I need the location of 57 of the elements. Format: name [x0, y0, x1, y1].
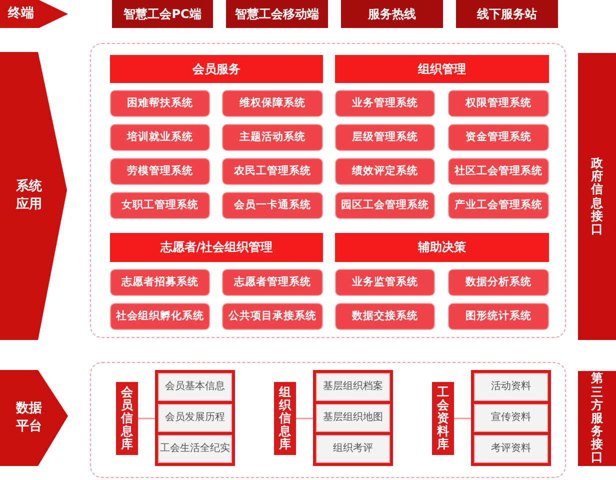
record-tile: 基层组织档案	[316, 373, 390, 401]
system-tile: 图形统计系统	[448, 303, 549, 330]
system-tile: 数据交接系统	[335, 303, 435, 330]
system-tile: 志愿者管理系统	[222, 269, 323, 296]
interface-bar: 第三方服务接口	[578, 371, 616, 466]
connector-line	[454, 418, 471, 420]
system-tile: 劳模管理系统	[110, 158, 210, 185]
category-header: 组织管理	[335, 55, 549, 83]
record-tile: 会员发展历程	[158, 404, 232, 432]
record-tile: 会员基本信息	[158, 373, 232, 401]
system-tile: 公共项目承接系统	[222, 303, 323, 330]
record-group-frame	[155, 370, 235, 466]
database-bar: 工会资料库	[432, 382, 454, 455]
system-tile: 维权保障系统	[222, 90, 323, 117]
system-tile: 数据分析系统	[448, 269, 549, 296]
layer-tab: 系统应用	[0, 52, 68, 340]
system-tile: 主题活动系统	[222, 124, 323, 151]
record-tile: 基层组织地图	[316, 404, 390, 432]
record-group-frame	[313, 370, 393, 466]
database-bar: 组织信息库	[274, 382, 296, 455]
system-tile: 层级管理系统	[335, 124, 435, 151]
record-tile: 考评资料	[474, 435, 548, 463]
category-header: 志愿者/社会组织管理	[110, 233, 323, 262]
system-tile: 资金管理系统	[448, 124, 549, 151]
system-tile: 社区工会管理系统	[448, 158, 549, 185]
terminal-tile: 线下服务站	[456, 0, 558, 28]
dashed-group-frame	[90, 362, 566, 478]
system-tile: 绩效评定系统	[335, 158, 435, 185]
system-tile: 社会组织孵化系统	[110, 303, 210, 330]
system-tile: 培训就业系统	[110, 124, 210, 151]
record-group-frame	[471, 370, 551, 466]
terminal-tile: 服务热线	[341, 0, 443, 28]
record-tile: 工会生活全纪实	[158, 435, 232, 463]
database-bar: 会员信息库	[116, 382, 138, 455]
system-tile: 权限管理系统	[448, 90, 549, 117]
record-tile: 活动资料	[474, 373, 548, 401]
terminal-tile: 智慧工会PC端	[112, 0, 213, 28]
layer-tab: 终端	[0, 0, 68, 28]
interface-bar: 政府信息接口	[578, 53, 616, 340]
terminal-tile: 智慧工会移动端	[226, 0, 328, 28]
system-tile: 女职工管理系统	[110, 192, 210, 219]
system-tile: 产业工会管理系统	[448, 192, 549, 219]
system-tile: 业务管理系统	[335, 90, 435, 117]
layer-tab: 数据平台	[0, 370, 68, 466]
system-tile: 农民工管理系统	[222, 158, 323, 185]
system-tile: 园区工会管理系统	[335, 192, 435, 219]
connector-line	[296, 418, 313, 420]
connector-line	[138, 418, 155, 420]
category-header: 会员服务	[110, 55, 323, 83]
record-tile: 宣传资料	[474, 404, 548, 432]
system-tile: 困难帮扶系统	[110, 90, 210, 117]
dashed-group-frame	[90, 43, 566, 338]
system-tile: 会员一卡通系统	[222, 192, 323, 219]
system-tile: 业务监管系统	[335, 269, 435, 296]
category-header: 辅助决策	[335, 233, 549, 262]
record-tile: 组织考评	[316, 435, 390, 463]
system-tile: 志愿者招募系统	[110, 269, 210, 296]
